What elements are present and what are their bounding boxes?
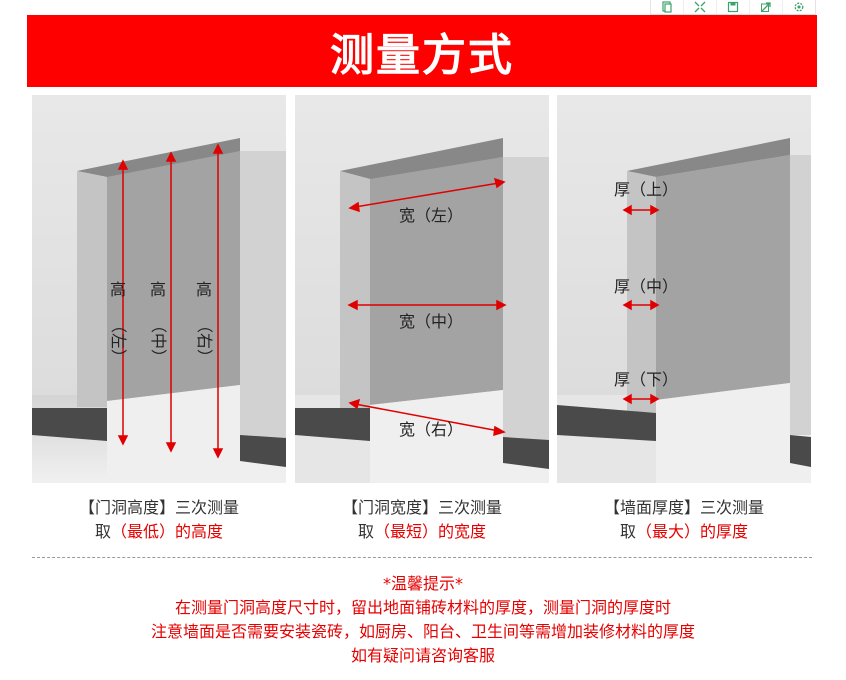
width-middle-arrow-right [496, 299, 507, 311]
thickness-top-arrow-right [650, 204, 660, 216]
door-width-panel: 宽（左） 宽（中） 宽（右） [295, 95, 549, 483]
width-top-arrow-right [493, 177, 506, 189]
height-middle-label: 高 [150, 280, 166, 299]
height-middle-arrow-bottom [165, 442, 177, 453]
tips-line-2: 注意墙面是否需要安装瓷砖，如厨房、阳台、卫生间等需增加装修材料的厚度 [150, 622, 695, 641]
expand-icon[interactable] [683, 0, 716, 14]
tips-line-1: 在测量门洞高度尺寸时，留出地面铺砖材料的厚度，测量门洞的厚度时 [174, 598, 671, 617]
door-width-caption-line1: 【门洞宽度】三次测量 [341, 498, 502, 517]
thickness-bottom-arrow-right [650, 393, 660, 405]
height-middle-sublabel: （中） [149, 317, 168, 365]
width-bottom-label: 宽（右） [399, 420, 463, 439]
height-middle-arrow-top [165, 151, 177, 162]
height-left-sublabel: （左） [109, 317, 128, 365]
door-height-panel: 高 （左） 高 （中） 高 （右） [32, 95, 286, 483]
thickness-middle-arrow-right [650, 299, 660, 311]
thickness-top-arrow-left [622, 204, 632, 216]
wall-thickness-caption-line1: 【墙面厚度】三次测量 [603, 498, 764, 517]
height-right-arrow-top [212, 143, 224, 154]
door-height-caption-line1: 【门洞高度】三次测量 [78, 498, 239, 517]
title-banner: 测量方式 [27, 15, 817, 87]
height-left-label: 高 [110, 280, 126, 299]
banner-title: 测量方式 [330, 30, 514, 81]
thickness-bottom-arrow-left [622, 393, 632, 405]
top-toolbar [650, 0, 816, 15]
dashed-divider [32, 557, 812, 558]
door-height-highlight: （最低） [110, 522, 175, 541]
wall-thickness-highlight: （最大） [635, 522, 700, 541]
copy-icon[interactable] [651, 0, 683, 14]
thickness-middle-label: 厚（中） [614, 277, 678, 296]
settings-icon[interactable] [782, 0, 815, 14]
width-bottom-line [354, 403, 500, 432]
height-right-label: 高 [196, 280, 212, 299]
width-middle-arrow-left [347, 299, 358, 311]
door-height-caption-line2: 取（最低）的高度 [94, 522, 224, 541]
door-height-caption: 【门洞高度】三次测量 取（最低）的高度 [32, 496, 286, 544]
share-icon[interactable] [749, 0, 782, 14]
width-top-line [354, 182, 500, 208]
width-middle-label: 宽（中） [399, 312, 463, 331]
tips-line-3: 如有疑问请咨询客服 [350, 646, 495, 665]
width-bottom-arrow-right [493, 425, 506, 437]
door-width-caption: 【门洞宽度】三次测量 取（最短）的宽度 [295, 496, 549, 544]
height-right-sublabel: （右） [195, 317, 214, 365]
tips-title: *温馨提示* [382, 574, 463, 593]
door-width-caption-line2: 取（最短）的宽度 [357, 522, 487, 541]
width-top-label: 宽（左） [399, 206, 463, 225]
height-left-arrow-bottom [117, 435, 129, 446]
wall-thickness-caption: 【墙面厚度】三次测量 取（最大）的厚度 [557, 496, 811, 544]
wall-thickness-panel: 厚（上） 厚（中） 厚（下） [557, 95, 811, 483]
save-icon[interactable] [716, 0, 749, 14]
width-top-arrow-left [348, 201, 360, 213]
thickness-middle-arrow-left [622, 299, 632, 311]
thickness-bottom-label: 厚（下） [614, 370, 678, 389]
door-width-highlight: （最短） [373, 522, 438, 541]
tips-section: *温馨提示* 在测量门洞高度尺寸时，留出地面铺砖材料的厚度，测量门洞的厚度时 注… [0, 572, 846, 668]
height-right-arrow-bottom [212, 448, 224, 459]
thickness-top-label: 厚（上） [614, 180, 678, 199]
wall-thickness-caption-line2: 取（最大）的厚度 [619, 522, 749, 541]
height-left-arrow-top [117, 159, 129, 170]
width-bottom-arrow-left [348, 398, 361, 410]
